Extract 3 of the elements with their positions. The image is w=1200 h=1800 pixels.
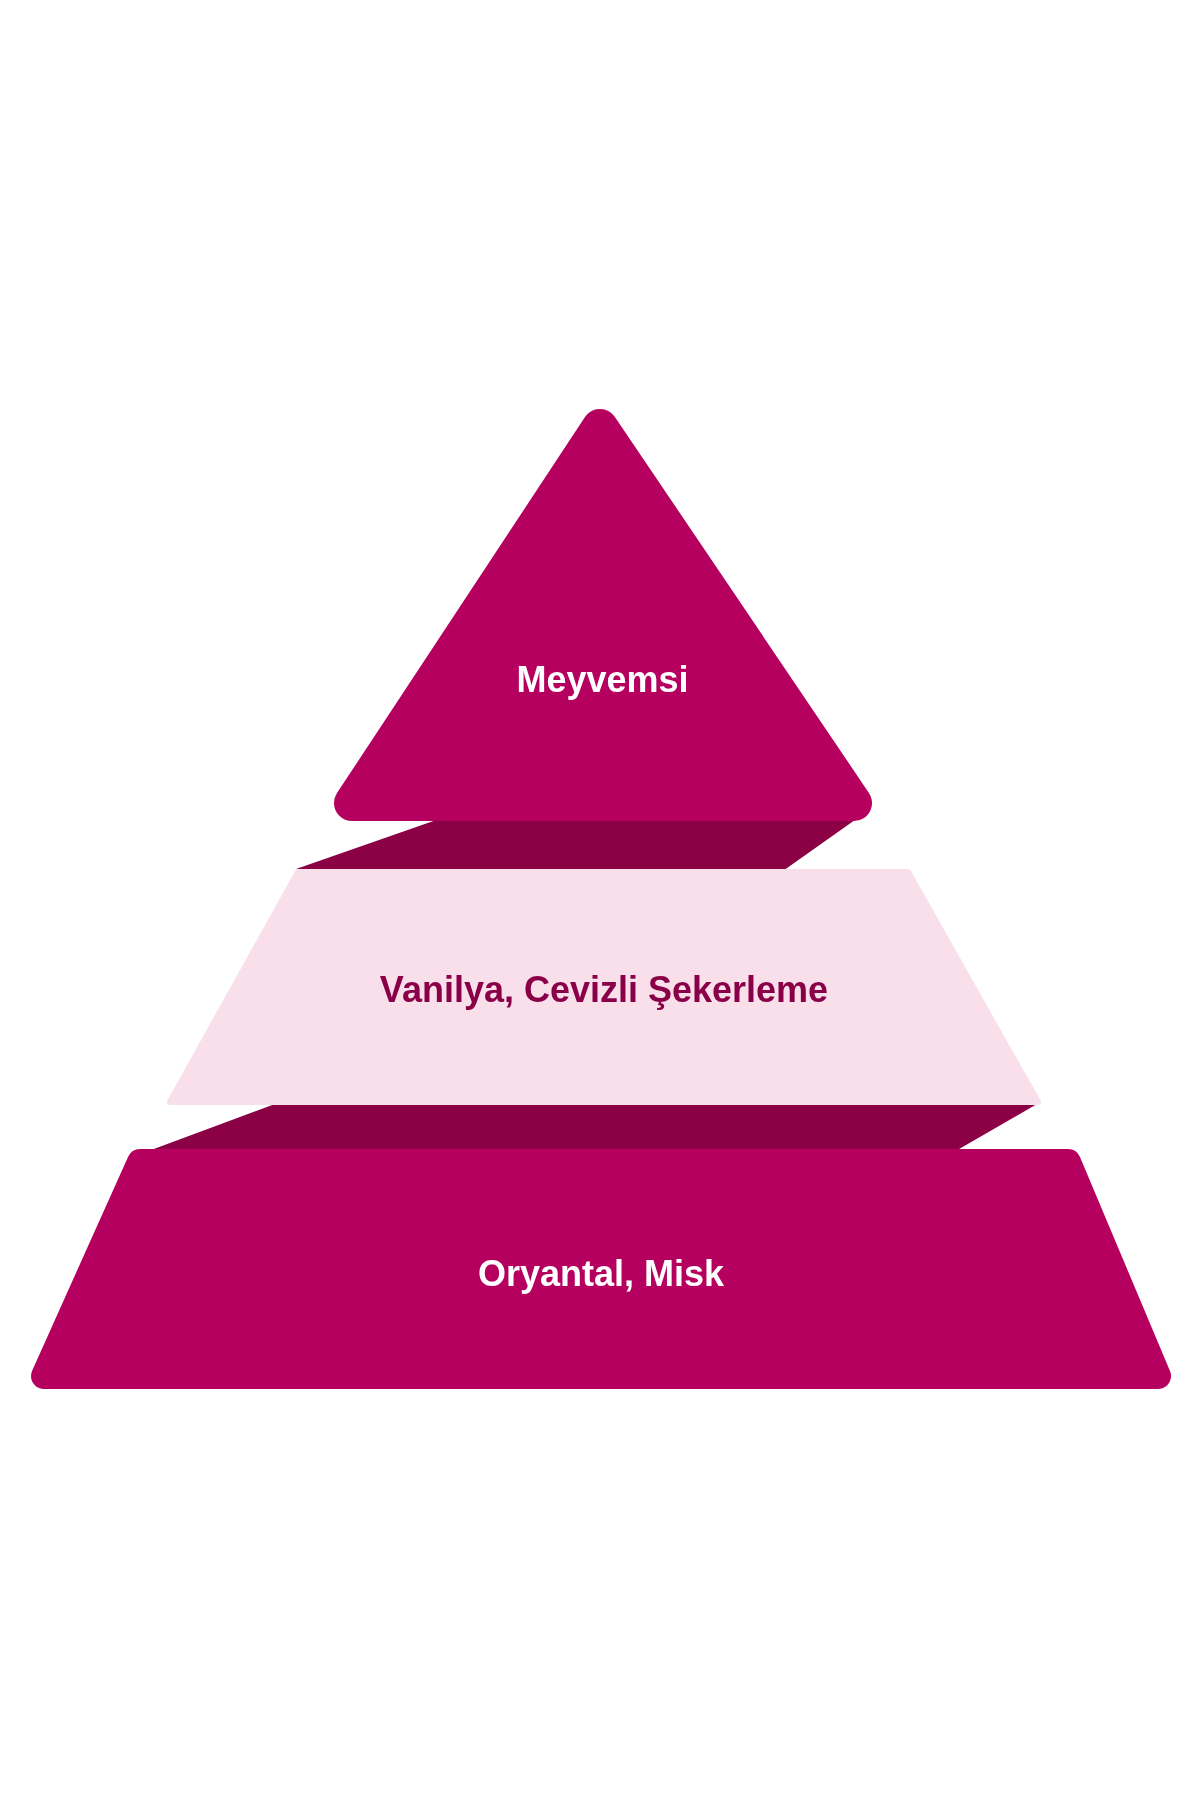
tier-label: Meyvemsi: [515, 659, 690, 701]
tier-label: Oryantal, Misk: [476, 1253, 726, 1295]
tier-label: Vanilya, Cevizli Şekerleme: [378, 969, 830, 1011]
